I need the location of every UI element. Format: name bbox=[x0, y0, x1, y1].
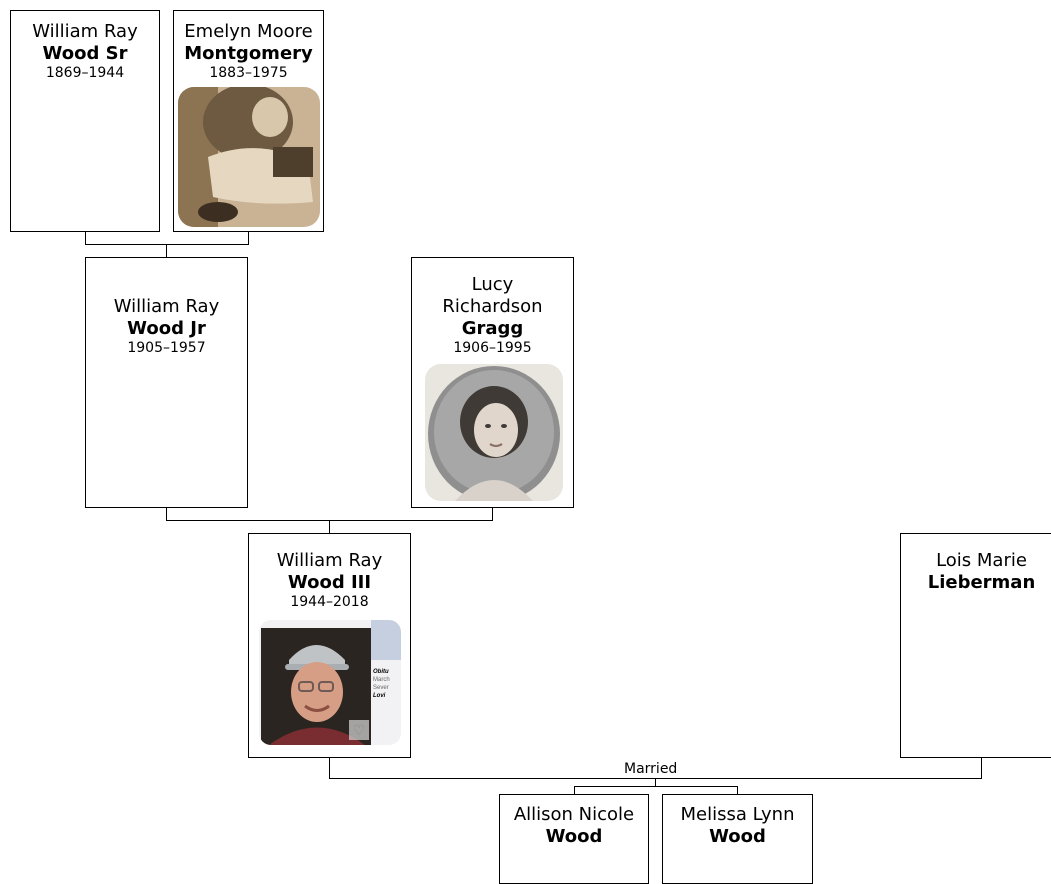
svg-text:♡: ♡ bbox=[353, 723, 366, 739]
connector-line bbox=[166, 508, 167, 520]
connector-line bbox=[737, 786, 738, 794]
person-card-allison-nicole-wood[interactable]: Allison Nicole Wood bbox=[499, 794, 649, 884]
overlay-line: Obitu bbox=[373, 669, 389, 675]
given-name: Melissa Lynn bbox=[680, 804, 795, 825]
person-card-emelyn-moore-montgomery[interactable]: Emelyn Moore Montgomery 1883–1975 bbox=[173, 10, 324, 232]
surname: Montgomery bbox=[184, 43, 313, 64]
person-photo[interactable] bbox=[178, 87, 320, 227]
life-dates: 1905–1957 bbox=[127, 340, 206, 356]
life-dates: 1869–1944 bbox=[45, 65, 125, 81]
given-name: William Ray bbox=[32, 21, 138, 42]
person-card-lucy-richardson-gragg[interactable]: Lucy Richardson Gragg 1906–1995 bbox=[411, 257, 574, 508]
given-name: Emelyn Moore bbox=[184, 21, 313, 42]
person-card-william-ray-wood-iii[interactable]: William Ray Wood III 1944–2018 ♡ Obitu M… bbox=[248, 533, 411, 758]
connector-line bbox=[85, 244, 249, 245]
life-dates: 1883–1975 bbox=[209, 65, 288, 81]
man-portrait-image: ♡ bbox=[259, 620, 401, 745]
person-card-william-ray-wood-sr[interactable]: William Ray Wood Sr 1869–1944 bbox=[10, 10, 160, 232]
person-photo[interactable] bbox=[425, 364, 563, 501]
married-label: Married bbox=[622, 761, 680, 777]
connector-line bbox=[492, 508, 493, 520]
surname: Wood Jr bbox=[127, 318, 206, 339]
connector-line bbox=[85, 232, 86, 244]
connector-line bbox=[655, 778, 656, 786]
person-card-lois-marie-lieberman[interactable]: Lois Marie Lieberman bbox=[900, 533, 1051, 758]
surname: Lieberman bbox=[927, 572, 1036, 593]
surname: Wood bbox=[545, 826, 603, 847]
connector-line bbox=[981, 758, 982, 778]
surname: Gragg bbox=[461, 318, 524, 339]
overlay-line: Sever bbox=[373, 685, 389, 691]
connector-line bbox=[574, 786, 738, 787]
sepia-portrait-image bbox=[178, 87, 320, 227]
connector-line bbox=[329, 758, 330, 778]
obituary-overlay: Obitu March Sever Lovi bbox=[373, 668, 401, 700]
life-dates: 1944–2018 bbox=[290, 594, 369, 610]
overlay-line: March bbox=[373, 677, 390, 683]
given-name: Lucy Richardson bbox=[442, 274, 543, 317]
surname: Wood Sr bbox=[42, 43, 128, 64]
given-name: William Ray bbox=[113, 296, 220, 317]
person-photo[interactable]: ♡ Obitu March Sever Lovi bbox=[259, 620, 401, 745]
life-dates: 1906–1995 bbox=[453, 340, 532, 356]
oval-portrait-image bbox=[425, 364, 563, 501]
given-name: William Ray bbox=[276, 550, 383, 571]
person-card-melissa-lynn-wood[interactable]: Melissa Lynn Wood bbox=[662, 794, 813, 884]
connector-line bbox=[329, 520, 330, 533]
connector-line bbox=[248, 232, 249, 244]
connector-line bbox=[166, 244, 167, 257]
connector-line bbox=[574, 786, 575, 794]
overlay-line: Lovi bbox=[373, 693, 386, 699]
given-name: Lois Marie bbox=[936, 550, 1027, 571]
person-card-william-ray-wood-jr[interactable]: William Ray Wood Jr 1905–1957 bbox=[85, 257, 248, 508]
surname: Wood bbox=[709, 826, 766, 847]
surname: Wood III bbox=[287, 572, 372, 593]
given-name: Allison Nicole bbox=[513, 804, 635, 825]
